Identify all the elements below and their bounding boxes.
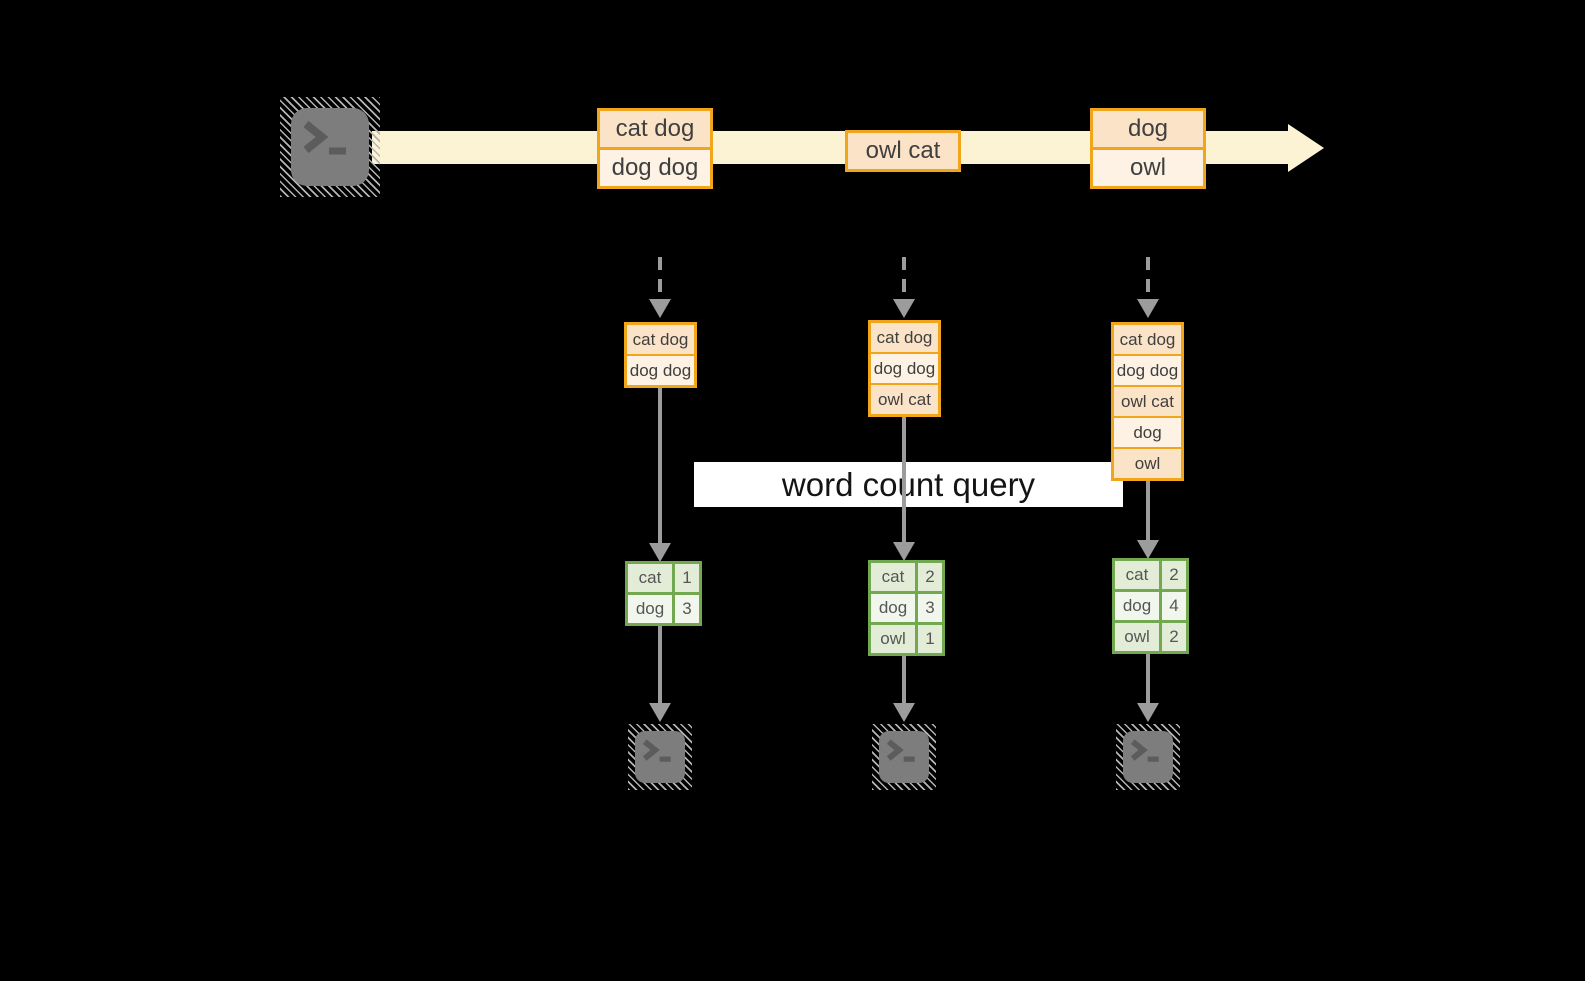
word-cell: dog [628,595,672,623]
count-cell: 3 [918,594,942,622]
terminal-prompt-icon [635,731,685,783]
arrow-line [902,415,906,543]
buffer-box-1: cat dog dog dog [624,322,697,388]
arrow-down-icon [893,703,915,722]
buffer-row: dog dog [1114,356,1181,385]
arrow-down-icon [1137,540,1159,559]
arrow-down-icon [649,543,671,562]
count-cell: 1 [918,625,942,653]
source-terminal-icon [280,97,380,197]
buffer-box-3: cat dog dog dog owl cat dog owl [1111,322,1184,481]
arrow-down-icon [1137,299,1159,318]
buffer-row: owl [1114,449,1181,478]
buffer-box-2: cat dog dog dog owl cat [868,320,941,417]
word-count-query-label: word count query [694,462,1123,507]
event-line: dog [1093,111,1203,147]
dashed-arrow-line [902,257,906,299]
buffer-row: owl cat [1114,387,1181,416]
arrow-down-icon [893,299,915,318]
arrow-down-icon [649,299,671,318]
event-line: owl [1093,150,1203,186]
arrow-line [902,656,906,704]
dashed-arrow-line [658,257,662,299]
output-terminal-icon [872,724,936,790]
count-cell: 3 [675,595,699,623]
event-line: dog dog [600,150,710,186]
word-cell: dog [1115,592,1159,620]
count-cell: 4 [1162,592,1186,620]
arrow-line [1146,479,1150,543]
terminal-prompt-icon [1123,731,1173,783]
stream-event-box-3: dog owl [1090,108,1206,189]
count-cell: 2 [1162,623,1186,651]
buffer-row: dog dog [627,356,694,385]
dashed-arrow-line [1146,257,1150,299]
arrow-down-icon [1137,703,1159,722]
word-cell: dog [871,594,915,622]
output-terminal-icon [628,724,692,790]
event-line: owl cat [848,133,958,169]
buffer-row: cat dog [1114,325,1181,354]
word-cell: cat [628,564,672,592]
terminal-prompt-icon [291,108,369,186]
event-line: cat dog [600,111,710,147]
stream-event-box-2: owl cat [845,130,961,172]
count-table-1: cat 1 dog 3 [625,561,702,626]
word-cell: owl [871,625,915,653]
buffer-row: cat dog [871,323,938,352]
buffer-row: cat dog [627,325,694,354]
count-cell: 2 [1162,561,1186,589]
word-cell: cat [1115,561,1159,589]
arrow-down-icon [649,703,671,722]
buffer-row: dog dog [871,354,938,383]
arrow-down-icon [893,542,915,561]
buffer-row: owl cat [871,385,938,414]
word-cell: cat [871,563,915,591]
arrow-line [658,626,662,704]
word-cell: owl [1115,623,1159,651]
count-table-3: cat 2 dog 4 owl 2 [1112,558,1189,654]
terminal-prompt-icon [879,731,929,783]
output-terminal-icon [1116,724,1180,790]
count-table-2: cat 2 dog 3 owl 1 [868,560,945,656]
buffer-row: dog [1114,418,1181,447]
arrow-line [658,386,662,544]
count-cell: 2 [918,563,942,591]
count-cell: 1 [675,564,699,592]
arrow-line [1146,654,1150,704]
stream-arrowhead-icon [1288,124,1324,172]
stream-event-box-1: cat dog dog dog [597,108,713,189]
